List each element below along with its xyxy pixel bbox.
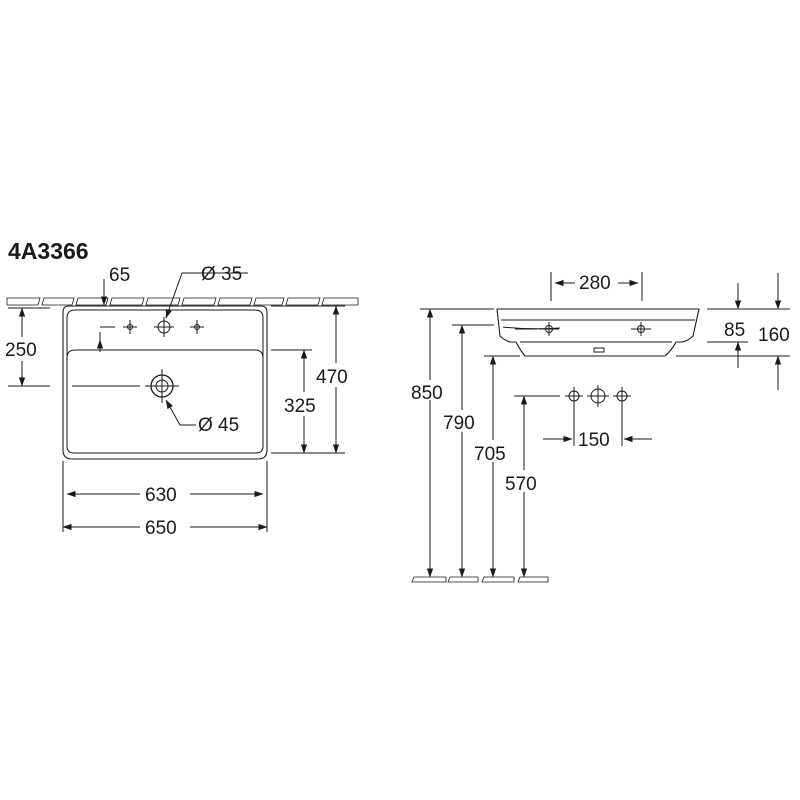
tap-hole-icon [613, 387, 631, 405]
tap-holes [123, 317, 204, 337]
bowl-edge [66, 349, 264, 359]
wall-hatching [6, 297, 359, 306]
dim-dia35-label: Ø 35 [201, 264, 242, 285]
basin-inner-outline [66, 309, 264, 454]
basin-profile [496, 308, 700, 357]
drain-outlet-icon [145, 369, 179, 403]
dim-570-label: 570 [505, 474, 537, 495]
dim-280-label: 280 [579, 273, 611, 294]
dim-dia45-label: Ø 45 [198, 415, 239, 436]
dim-650-label: 650 [145, 518, 177, 539]
tap-hole-icon [123, 320, 137, 334]
tap-hole-icon [539, 322, 559, 336]
tap-hole-icon [190, 320, 204, 334]
dim-630-label: 630 [145, 485, 177, 506]
dim-705-label: 705 [474, 444, 506, 465]
tap-hole-icon [587, 385, 609, 407]
floor-hatching [411, 576, 549, 583]
dim-160-label: 160 [758, 325, 790, 346]
side-view: 280 85 160 850 790 705 570 [411, 272, 790, 583]
dim-790-label: 790 [443, 413, 475, 434]
dim-325-label: 325 [284, 396, 316, 417]
dim-250-label: 250 [5, 340, 37, 361]
tap-hole-icon [565, 387, 583, 405]
front-view: 65 Ø 35 Ø 45 250 470 325 630 [3, 264, 359, 539]
model-number: 4A3366 [8, 238, 89, 264]
tap-hole-spacing-detail: 150 [543, 385, 652, 451]
dim-470-label: 470 [316, 367, 348, 388]
tap-hole-icon [631, 322, 651, 336]
dim-85-label: 85 [724, 320, 745, 341]
dim-65-label: 65 [109, 265, 130, 286]
dim-850-label: 850 [411, 383, 443, 404]
dim-150-label: 150 [578, 430, 610, 451]
basin-outline [62, 305, 268, 460]
